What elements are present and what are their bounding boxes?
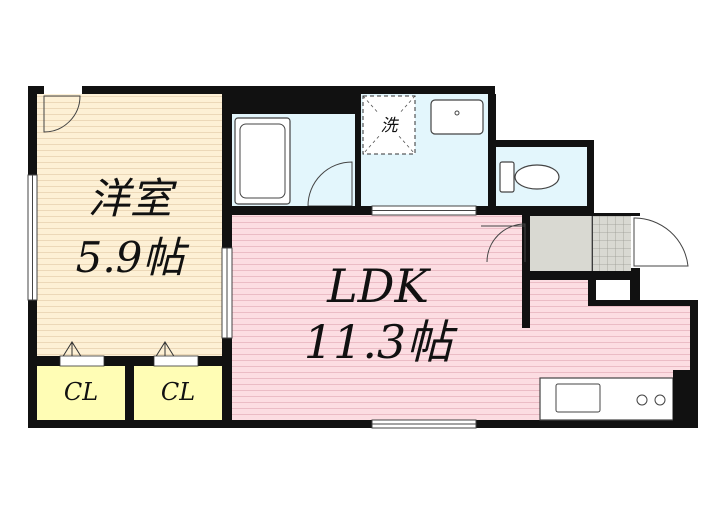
western-room-door-swing xyxy=(43,95,81,133)
closet-1-label: CL xyxy=(64,378,98,406)
wall-closet-divider xyxy=(125,356,134,428)
closet-2-door xyxy=(154,341,176,359)
kitchen-sink xyxy=(555,383,601,413)
wall-wash-toilet xyxy=(488,94,496,208)
ldk-size: 11.3帖 xyxy=(304,315,458,369)
entrance-tile xyxy=(593,216,631,271)
closet-2 xyxy=(134,366,222,420)
closet-1-door xyxy=(61,341,83,359)
ldk-name: LDK xyxy=(326,259,431,313)
closet-1-door-gap xyxy=(59,355,105,367)
closet-2-door-gap xyxy=(153,355,199,367)
entrance-inner-door-swing xyxy=(486,223,526,263)
toilet-tank xyxy=(499,161,515,193)
wall-bath-top xyxy=(232,108,356,114)
closet-2-label: CL xyxy=(161,378,195,406)
bathroom-door-swing xyxy=(307,161,353,207)
closet-1 xyxy=(37,366,125,420)
vanity-sink xyxy=(430,99,484,135)
sink-drain xyxy=(454,110,460,116)
wall-entrance-bottom xyxy=(528,271,588,280)
wall-bath-wash xyxy=(355,94,361,208)
fridge-space-wall xyxy=(673,370,698,428)
bathtub-inner xyxy=(239,123,286,199)
ldk-floor xyxy=(232,215,690,420)
western-room-floor xyxy=(37,94,222,356)
western-room-size: 5.9帖 xyxy=(76,233,190,282)
wall-entrance-west xyxy=(522,215,530,328)
washer-label: 洗 xyxy=(381,116,400,136)
toilet-bowl xyxy=(514,164,560,190)
entrance-door-swing xyxy=(633,217,689,267)
stove-burner-2 xyxy=(654,394,666,406)
western-room-name: 洋室 xyxy=(88,174,177,223)
wall-storage xyxy=(588,271,596,306)
washer-label-bg xyxy=(378,112,400,136)
stove-burner-1 xyxy=(636,394,648,406)
western-door-gap xyxy=(44,86,82,94)
entrance-storage xyxy=(596,280,630,300)
entrance-floor xyxy=(530,216,592,271)
